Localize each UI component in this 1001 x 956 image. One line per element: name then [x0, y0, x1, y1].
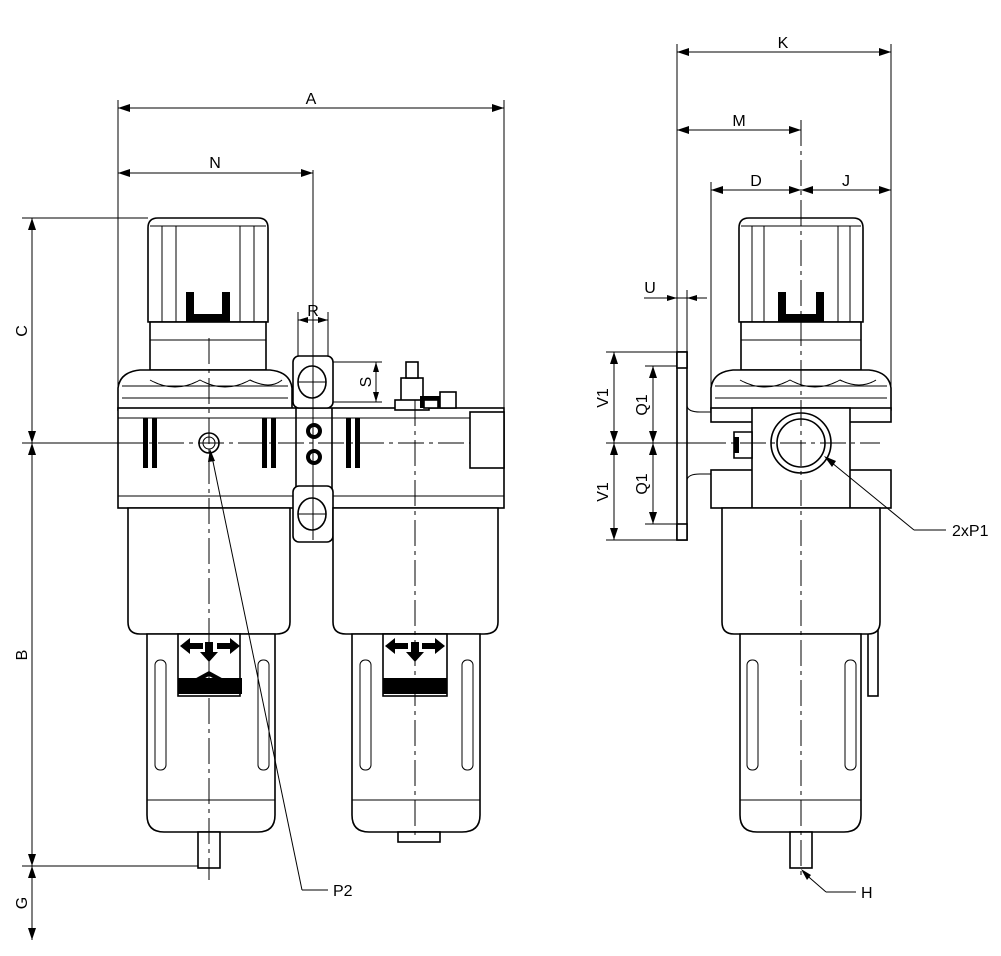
label-n: N — [209, 155, 221, 172]
bonnet-nut — [117, 369, 293, 411]
label-p2: P2 — [333, 883, 353, 900]
label-k: K — [778, 35, 789, 52]
dimension-v1: V1 V1 — [595, 351, 700, 541]
dimension-n: N — [117, 155, 313, 410]
dimension-k: K — [676, 35, 892, 408]
callout-h: H — [801, 869, 873, 902]
label-a: A — [306, 91, 317, 108]
side-view: K M D J U — [595, 35, 989, 902]
front-view: A N C B — [14, 91, 505, 940]
dimension-r: R — [297, 303, 329, 356]
dimension-d-j: D J — [710, 173, 891, 408]
label-g: G — [14, 897, 31, 909]
label-c: C — [14, 325, 31, 337]
dimension-m: M — [677, 113, 801, 134]
dimension-g: G — [14, 866, 36, 940]
label-q1-top: Q1 — [634, 394, 651, 415]
label-m: M — [732, 113, 745, 130]
side-bracket — [676, 351, 711, 541]
label-q1-bottom: Q1 — [634, 473, 651, 494]
dimension-b: B — [14, 443, 198, 867]
label-h: H — [861, 885, 873, 902]
label-v1-top: V1 — [595, 388, 612, 408]
label-p1: 2xP1 — [952, 523, 989, 540]
dimension-c: C — [14, 217, 148, 444]
label-b: B — [14, 650, 31, 661]
label-j: J — [842, 173, 850, 190]
dimension-q1: Q1 Q1 — [634, 365, 677, 525]
callout-p1: 2xP1 — [824, 456, 989, 540]
dimension-u: U — [644, 280, 707, 352]
dimension-s: S — [333, 361, 382, 403]
callout-p2: P2 — [208, 449, 353, 900]
label-u: U — [644, 280, 656, 297]
label-v1-bottom: V1 — [595, 482, 612, 502]
regulator-knob — [147, 217, 269, 371]
label-d: D — [750, 173, 762, 190]
label-r: R — [307, 303, 319, 320]
label-s: S — [358, 377, 375, 388]
